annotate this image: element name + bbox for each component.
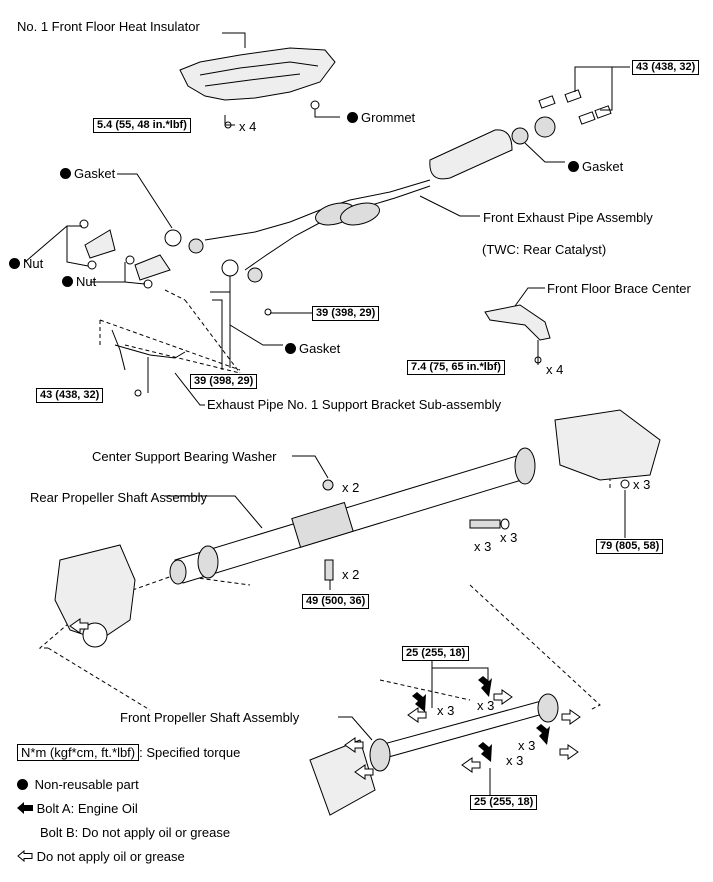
leader-rear-propeller <box>165 495 263 529</box>
legend-torque-format: N*m (kgf*cm, ft.*lbf) <box>17 744 140 761</box>
hollow-arrow-icon-8 <box>354 764 374 780</box>
gasket-top-right-shape <box>511 127 529 145</box>
gasket-left-shape <box>164 229 182 247</box>
grommet-shape <box>310 100 320 110</box>
filled-arrow-icon <box>17 802 33 814</box>
label-bearing-washer: Center Support Bearing Washer <box>92 449 277 464</box>
qty-front-prop-2: x 3 <box>477 698 495 713</box>
legend-bolt-b: Bolt B: Do not apply oil or grease <box>40 825 231 840</box>
legend-non-reusable: Non-reusable part <box>17 777 139 792</box>
label-front-floor-brace: Front Floor Brace Center <box>547 281 691 296</box>
label-heat-insulator: No. 1 Front Floor Heat Insulator <box>17 19 200 34</box>
non-reusable-icon <box>9 258 20 269</box>
filled-arrow-icon-2 <box>478 676 492 697</box>
hollow-arrow-icon-3 <box>493 689 513 705</box>
rear-differential-shape <box>554 409 661 481</box>
transfer-case-shape <box>54 544 136 641</box>
torque-49: 49 (500, 36) <box>302 594 370 609</box>
label-front-propeller: Front Propeller Shaft Assembly <box>120 710 300 725</box>
torque-25-top: 25 (255, 18) <box>402 646 470 661</box>
non-reusable-icon <box>60 168 71 179</box>
gasket-center-shape <box>221 259 239 277</box>
label-front-exhaust-pipe: Front Exhaust Pipe Assembly <box>483 210 653 225</box>
non-reusable-icon <box>62 276 73 287</box>
muffler-shape <box>429 129 513 180</box>
qty-brace: x 4 <box>546 362 564 377</box>
torque-43-top: 43 (438, 32) <box>632 60 700 75</box>
flange-shape <box>534 116 556 138</box>
torque-79: 79 (805, 58) <box>596 539 664 554</box>
hollow-arrow-icon-1 <box>69 618 89 634</box>
hollow-arrow-icon-2 <box>407 707 427 723</box>
label-nut-1: Nut <box>9 256 43 271</box>
label-grommet: Grommet <box>347 110 415 125</box>
qty-insulator: x 4 <box>239 119 257 134</box>
torque-5-4: 5.4 (55, 48 in.*lbf) <box>93 118 191 133</box>
filled-arrow-icon-4 <box>536 724 550 745</box>
heat-insulator-shape <box>179 47 336 101</box>
qty-front-prop-4: x 3 <box>506 753 524 768</box>
filled-arrow-icon-1 <box>412 692 426 712</box>
hollow-arrow-icon-5 <box>559 744 579 760</box>
label-support-bracket: Exhaust Pipe No. 1 Support Bracket Sub-a… <box>207 397 502 412</box>
label-gasket-top-right: Gasket <box>568 159 623 174</box>
legend-no-oil: Do not apply oil or grease <box>17 849 185 864</box>
hollow-arrow-icon-6 <box>461 757 481 773</box>
leader-front-propeller <box>338 716 373 741</box>
filled-arrow-icon-group <box>412 676 550 762</box>
qty-bolt-49: x 2 <box>342 567 360 582</box>
torque-39-right: 39 (398, 29) <box>312 306 380 321</box>
non-reusable-icon <box>568 161 579 172</box>
hollow-arrow-icon-group <box>69 618 581 780</box>
rear-propeller-shaft-shape <box>174 454 529 584</box>
leader-gasket-left <box>117 173 173 229</box>
torque-25-bottom: 25 (255, 18) <box>470 795 538 810</box>
leader-gasket-center <box>229 276 283 346</box>
hollow-arrow-icon-7 <box>344 737 364 753</box>
leader-heat-insulator <box>222 32 246 48</box>
label-rear-propeller: Rear Propeller Shaft Assembly <box>30 490 208 505</box>
qty-79: x 3 <box>633 477 651 492</box>
label-nut-2: Nut <box>62 274 96 289</box>
legend-torque: N*m (kgf*cm, ft.*lbf): Specified torque <box>17 744 241 761</box>
qty-washer: x 2 <box>342 480 360 495</box>
leader-front-exhaust <box>419 195 480 217</box>
torque-39-bottom: 39 (398, 29) <box>190 374 258 389</box>
leader-brace <box>514 287 545 307</box>
label-twc-note: (TWC: Rear Catalyst) <box>482 242 607 257</box>
filled-arrow-icon-3 <box>478 742 492 762</box>
torque-7-4: 7.4 (75, 65 in.*lbf) <box>407 360 505 375</box>
torque-43-bottom: 43 (438, 32) <box>36 388 104 403</box>
legend-bolt-a: Bolt A: Engine Oil <box>17 801 138 816</box>
brace-shape <box>484 304 551 341</box>
qty-front-prop-1: x 3 <box>437 703 455 718</box>
non-reusable-icon <box>347 112 358 123</box>
filled-circle-icon <box>17 779 28 790</box>
hollow-arrow-icon-4 <box>561 709 581 725</box>
leader-support-bracket <box>174 372 205 406</box>
qty-front-prop-3: x 3 <box>518 738 536 753</box>
label-gasket-left: Gasket <box>60 166 115 181</box>
qty-washer-center: x 3 <box>500 530 518 545</box>
leader-bearing-washer <box>292 455 329 479</box>
hollow-arrow-icon <box>17 849 33 863</box>
non-reusable-icon <box>285 343 296 354</box>
qty-bolt-center: x 3 <box>474 539 492 554</box>
label-gasket-center: Gasket <box>285 341 340 356</box>
legend-torque-desc: : Specified torque <box>139 745 241 760</box>
